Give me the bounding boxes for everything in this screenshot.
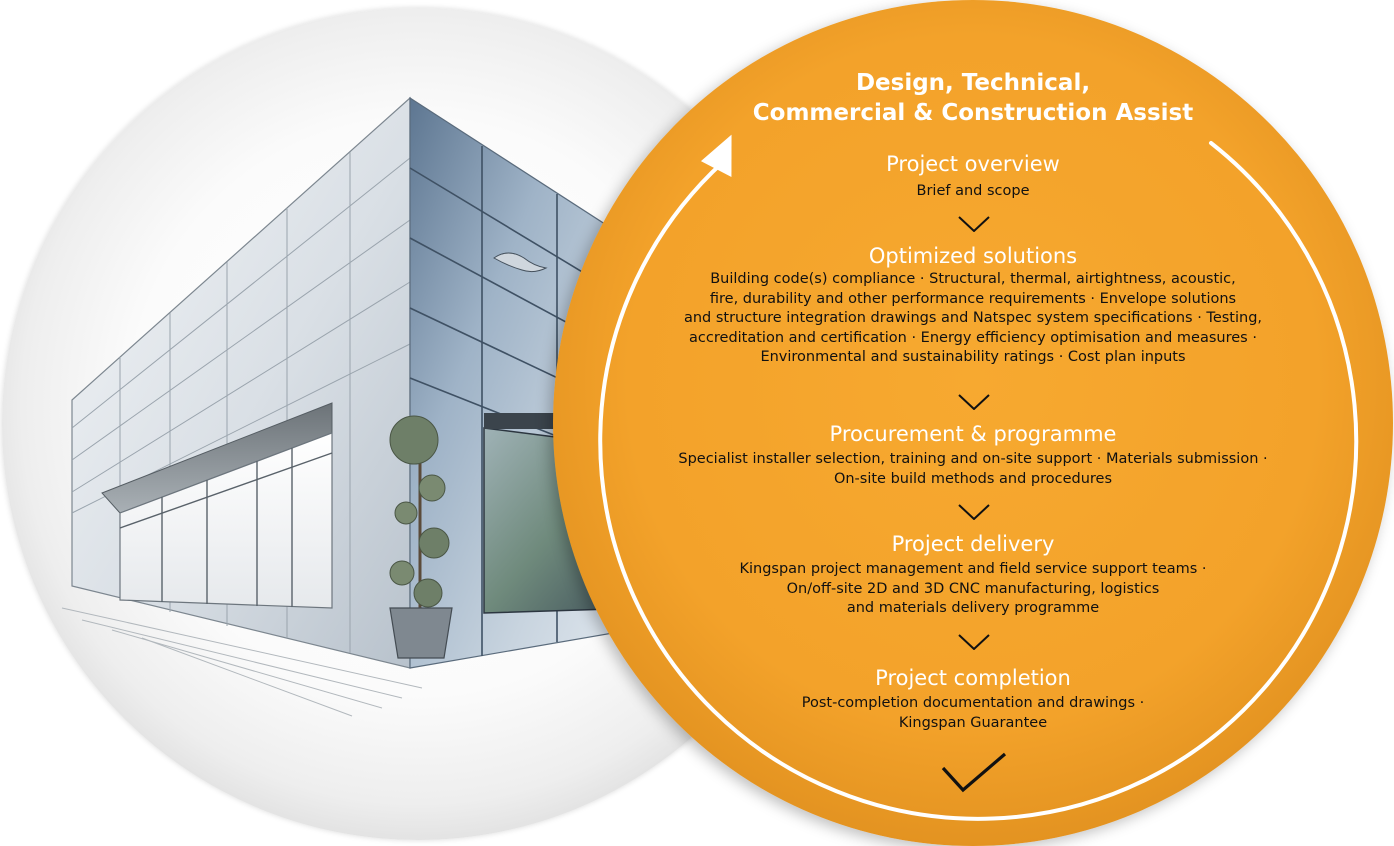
stage-line: Brief and scope	[916, 183, 1030, 199]
stage-line: Kingspan project management and field se…	[739, 561, 1207, 577]
stage-line: and materials delivery programme	[846, 600, 1100, 616]
stage-desc-project-delivery: Kingspan project management and field se…	[553, 560, 1393, 619]
checkmark-icon	[941, 752, 1007, 793]
topiary-plant	[389, 415, 453, 659]
chevron-down-icon	[958, 394, 990, 410]
stage-title-optimized-solutions: Optimized solutions	[868, 244, 1078, 268]
ground-sketch	[61, 607, 423, 717]
chevron-down-icon	[958, 216, 990, 232]
stage-line: fire, durability and other performance r…	[709, 290, 1237, 307]
title-line-2: Commercial & Construction Assist	[752, 100, 1194, 126]
chevron-down-icon	[958, 504, 990, 520]
brand-emblem	[493, 252, 548, 273]
chevron-down-icon	[958, 634, 990, 650]
window-mullions	[119, 448, 333, 607]
stage-line: Specialist installer selection, training…	[678, 451, 1268, 467]
title-line-1: Design, Technical,	[855, 70, 1091, 96]
stage-title-procurement: Procurement & programme	[829, 422, 1117, 446]
stage-line: Post-completion documentation and drawin…	[801, 695, 1145, 711]
stage-line: Kingspan Guarantee	[898, 714, 1048, 731]
stage-line: Building code(s) compliance · Structural…	[710, 271, 1236, 287]
building-sketch-illustration	[61, 96, 643, 717]
stage-line: accreditation and certification · Energy…	[689, 329, 1257, 346]
stage-title-project-delivery: Project delivery	[891, 532, 1055, 556]
diagram-title: Design, Technical, Commercial & Construc…	[553, 68, 1393, 128]
stage-line: On-site build methods and procedures	[833, 470, 1113, 487]
stage-line: and structure integration drawings and N…	[683, 310, 1263, 326]
stage-line: On/off-site 2D and 3D CNC manufacturing,…	[786, 580, 1160, 597]
stage-title-project-overview: Project overview	[886, 152, 1060, 176]
stage-line: Environmental and sustainability ratings…	[760, 349, 1186, 365]
stage-desc-project-completion: Post-completion documentation and drawin…	[553, 694, 1393, 733]
stage-desc-procurement: Specialist installer selection, training…	[553, 450, 1393, 489]
stage-desc-optimized-solutions: Building code(s) compliance · Structural…	[553, 270, 1393, 368]
process-content: Design, Technical, Commercial & Construc…	[553, 0, 1393, 846]
stage-desc-project-overview: Brief and scope	[553, 182, 1393, 202]
stage-title-project-completion: Project completion	[875, 666, 1071, 690]
